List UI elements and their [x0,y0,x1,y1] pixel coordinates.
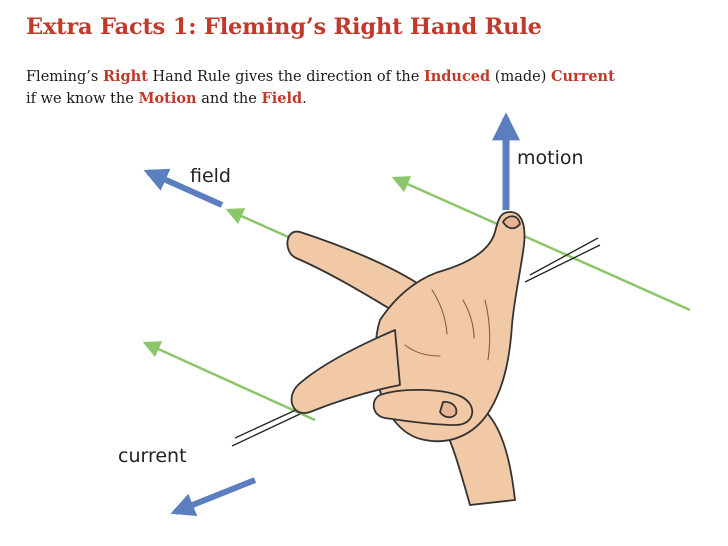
keyword-current: Current [550,68,615,85]
crease [462,299,475,339]
fingernail [439,401,458,419]
keyword-right: Right [102,68,148,85]
palm-and-thumb [374,211,526,443]
conductor-lines [231,237,601,447]
description-line-2: if we know the Motion and the Field. [26,88,716,110]
desc-text: and the [196,91,262,107]
desc-text: Fleming’s [26,69,103,85]
field-label: field [190,165,231,187]
middle-finger [290,329,401,414]
keyword-motion: Motion [138,90,197,107]
field-line [391,176,691,312]
conductor-line [529,237,599,276]
current-arrow [170,477,257,517]
conductor-line [231,413,301,447]
description: Fleming’s Right Hand Rule gives the dire… [26,66,716,110]
hand-creases [404,289,491,361]
field-arrow [143,168,224,208]
field-line [142,341,316,422]
desc-text: if we know the [26,91,139,107]
index-finger [286,230,421,319]
crease [404,344,441,357]
crease [484,299,491,361]
description-line-1: Fleming’s Right Hand Rule gives the dire… [26,66,716,88]
curled-fingers [372,388,474,426]
keyword-induced: Induced [423,68,491,85]
current-label: current [118,445,187,467]
desc-text: Hand Rule gives the direction of the [147,69,424,85]
keyword-field: Field [261,90,303,107]
motion-label: motion [517,147,584,169]
right-hand [286,211,526,506]
desc-text: (made) [490,69,551,85]
conductor-line [234,408,299,439]
slide-title: Extra Facts 1: Fleming’s Right Hand Rule [26,14,542,40]
conductor-line [524,244,601,283]
thumb-nail [502,215,521,230]
desc-text: . [302,91,307,107]
crease [431,289,448,335]
